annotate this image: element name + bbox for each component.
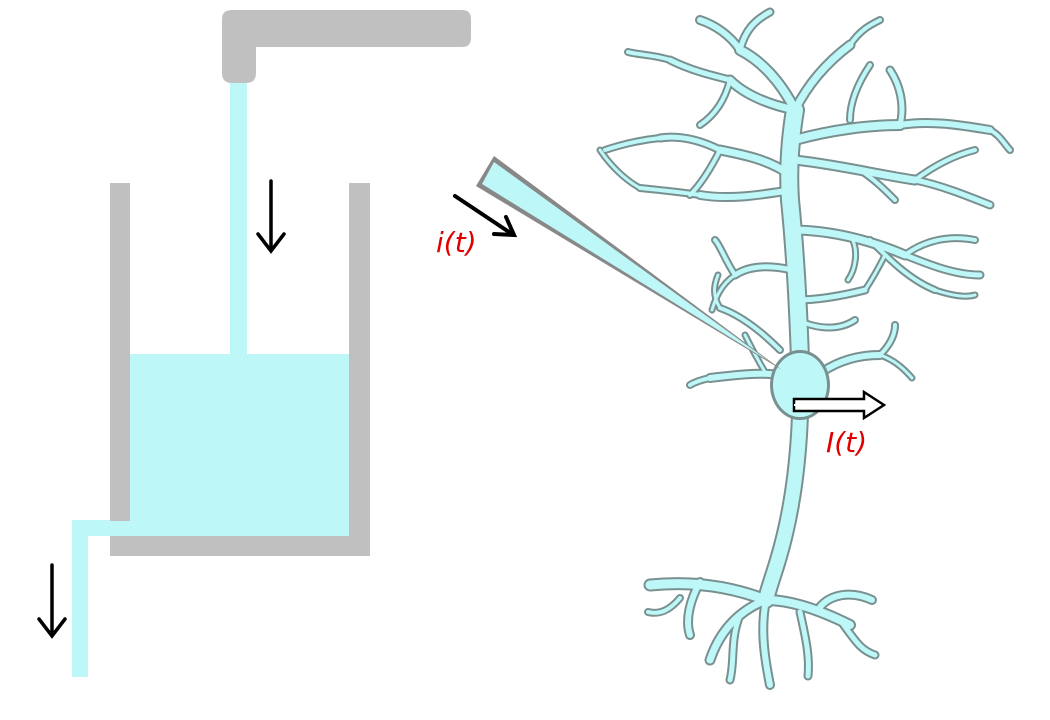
branch — [626, 50, 672, 62]
branch — [726, 76, 799, 114]
branch — [878, 353, 914, 380]
branch — [727, 612, 743, 683]
bucket-wall-right — [349, 183, 370, 556]
branch — [897, 119, 993, 133]
branch — [598, 148, 642, 190]
branch — [698, 78, 732, 127]
branch — [713, 273, 722, 310]
branch — [858, 168, 897, 202]
faucet-pipe — [222, 10, 471, 83]
output-current-label: I(t) — [826, 426, 867, 459]
branch — [736, 46, 799, 114]
bucket-analogy — [37, 10, 471, 677]
branch — [645, 579, 771, 605]
branch — [737, 9, 773, 53]
branch — [902, 252, 983, 278]
branch — [837, 617, 878, 658]
branch — [797, 609, 811, 679]
branch — [667, 57, 733, 83]
branch-outline — [696, 76, 734, 129]
outflow-stream — [72, 520, 130, 677]
branch — [795, 318, 857, 330]
branch — [794, 287, 868, 303]
branch-outline — [596, 146, 644, 192]
branch — [685, 579, 703, 638]
branch — [732, 264, 795, 278]
branch-outline — [735, 7, 775, 55]
input-current-arrow — [453, 194, 518, 238]
branch — [781, 102, 808, 368]
branch — [697, 187, 795, 201]
bucket-water — [130, 354, 349, 536]
branch — [791, 156, 919, 184]
branch — [706, 596, 770, 664]
branch — [988, 128, 1012, 152]
branch — [710, 273, 737, 312]
branch — [848, 18, 882, 47]
branch — [603, 136, 662, 152]
inflow-stream — [230, 83, 247, 358]
branch — [657, 134, 723, 153]
input-current-label: i(t) — [436, 226, 477, 259]
branch — [716, 146, 794, 179]
branch — [912, 177, 993, 208]
branch — [638, 186, 702, 197]
branch — [878, 323, 897, 357]
inflow-arrow — [256, 179, 286, 254]
branch — [759, 408, 807, 607]
branch — [887, 67, 905, 128]
branch — [646, 596, 682, 615]
bucket-wall-left — [110, 183, 130, 521]
branch — [760, 597, 773, 688]
branch — [817, 591, 875, 610]
branch — [697, 17, 743, 53]
neuron-branches — [596, 7, 1014, 690]
electrode-pipette — [476, 156, 782, 370]
branch — [868, 238, 937, 292]
outflow-arrow — [37, 563, 67, 639]
neuron — [596, 7, 1014, 690]
bucket-bottom — [110, 536, 370, 556]
branch — [688, 376, 712, 387]
branch — [863, 253, 887, 292]
branch — [846, 233, 858, 282]
branch — [933, 288, 977, 298]
branch — [791, 41, 854, 114]
output-current-arrow — [792, 389, 887, 421]
branch — [903, 236, 977, 257]
branch — [791, 121, 904, 144]
branch — [713, 238, 737, 277]
branch — [718, 306, 782, 352]
branch — [913, 148, 977, 182]
branch — [848, 63, 872, 122]
